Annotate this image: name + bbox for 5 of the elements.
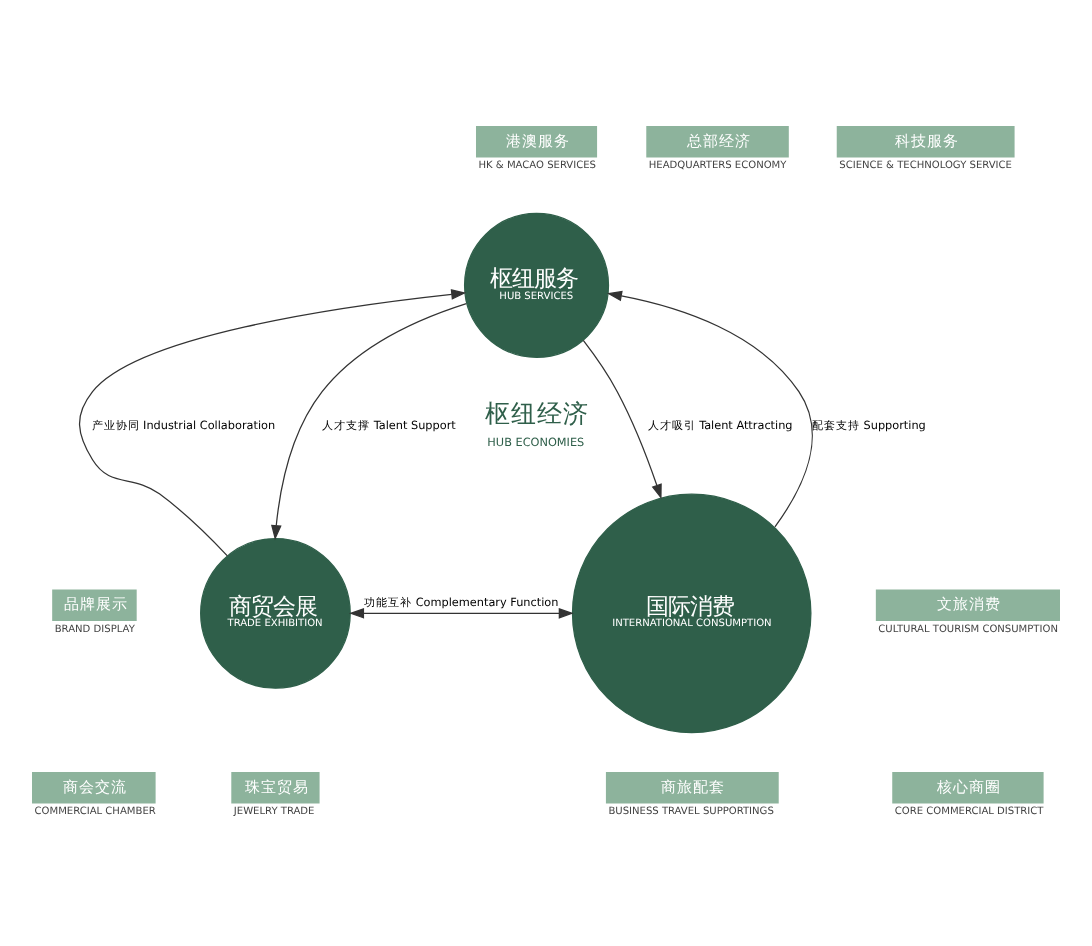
arrow [582,339,662,500]
arrow [271,302,467,541]
arrow [606,290,813,528]
arrow [348,608,574,619]
arrow [78,289,467,557]
